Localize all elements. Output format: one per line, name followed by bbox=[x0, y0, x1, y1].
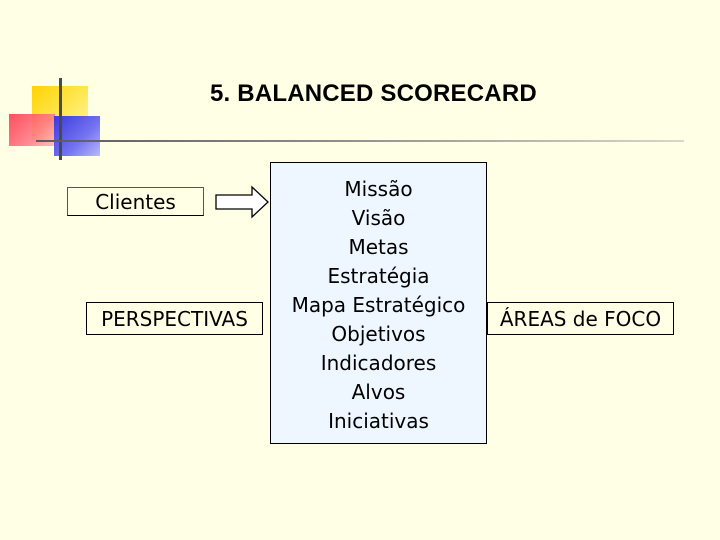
strategy-item: Indicadores bbox=[320, 351, 437, 375]
strategy-elements-box: Missão Visão Metas Estratégia Mapa Estra… bbox=[270, 162, 487, 444]
areas-de-foco-label: ÁREAS de FOCO bbox=[499, 306, 662, 331]
strategy-item: Objetivos bbox=[331, 322, 426, 346]
strategy-item: Missão bbox=[344, 177, 413, 201]
strategy-item: Mapa Estratégico bbox=[291, 293, 466, 317]
title-underline bbox=[36, 140, 684, 142]
strategy-item: Estratégia bbox=[327, 264, 430, 288]
clientes-box: Clientes bbox=[67, 187, 204, 216]
strategy-item: Alvos bbox=[351, 380, 406, 404]
strategy-item: Metas bbox=[348, 235, 409, 259]
strategy-item: Iniciativas bbox=[328, 409, 429, 433]
perspectivas-box: PERSPECTIVAS bbox=[86, 302, 263, 335]
perspectivas-label: PERSPECTIVAS bbox=[101, 306, 248, 331]
right-arrow-icon bbox=[215, 185, 269, 219]
areas-de-foco-box: ÁREAS de FOCO bbox=[487, 302, 674, 335]
clientes-label: Clientes bbox=[95, 189, 176, 214]
page-title: 5. BALANCED SCORECARD bbox=[210, 80, 537, 107]
strategy-item: Visão bbox=[351, 206, 406, 230]
decor-vertical-line bbox=[59, 78, 62, 160]
